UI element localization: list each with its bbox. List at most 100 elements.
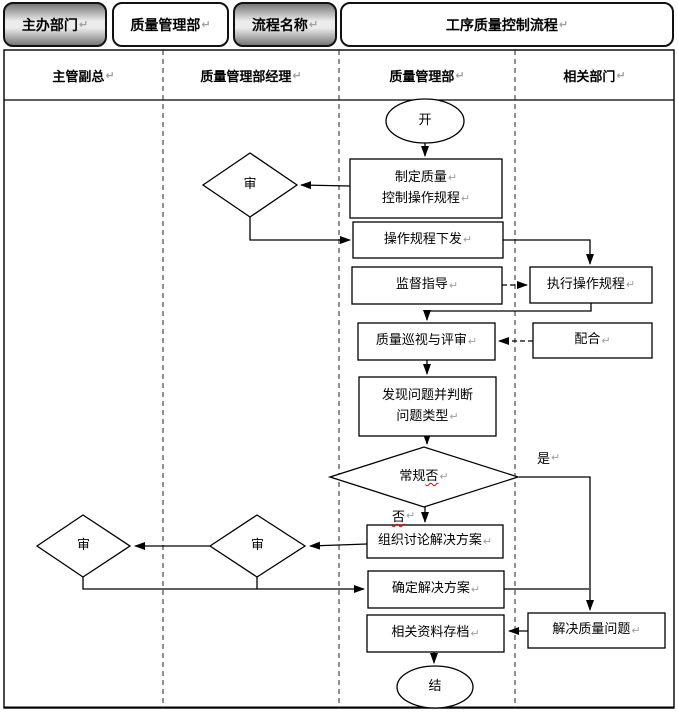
return-mark: ↵ xyxy=(601,333,611,347)
return-mark: ↵ xyxy=(201,18,211,31)
pill-host-department: 主办部门↵ xyxy=(3,2,107,47)
connector-issue-to-execute xyxy=(503,239,594,265)
box-execute-regulation xyxy=(529,266,653,304)
find-problem-line1: 发现问题并判断 xyxy=(382,386,473,406)
branch-no-text: 否 xyxy=(392,510,406,525)
end-ellipse xyxy=(396,665,474,709)
return-mark: ↵ xyxy=(558,18,569,31)
find-problem-line1-text: 发现问题并判断 xyxy=(381,388,473,404)
return-mark: ↵ xyxy=(616,68,626,82)
decision-label: 常规否↵ xyxy=(330,447,518,507)
return-mark: ↵ xyxy=(460,191,471,205)
box-discuss-solution xyxy=(366,524,504,559)
archive-docs-text: 相关资料存档 xyxy=(391,625,470,641)
confirm-solution-label: 确定解决方案↵ xyxy=(368,571,504,608)
solve-problem-label: 解决质量问题↵ xyxy=(528,613,665,648)
make-regulation-line2: 控制操作规程↵ xyxy=(382,189,470,209)
return-mark: ↵ xyxy=(439,470,449,484)
lane-header-quality-dept-label: 质量管理部 xyxy=(389,69,455,85)
issue-regulation-label: 操作规程下发↵ xyxy=(353,222,503,258)
solve-problem-text: 解决质量问题 xyxy=(552,622,631,638)
diamond-decision xyxy=(327,446,521,508)
return-mark: ↵ xyxy=(470,582,481,596)
connector-review-to-issue xyxy=(249,217,351,244)
end-label: 结 xyxy=(397,666,473,708)
return-mark: ↵ xyxy=(631,623,641,637)
make-regulation-line1: 制定质量↵ xyxy=(395,168,457,188)
find-problem-label: 发现问题并判断 问题类型↵ xyxy=(359,377,496,436)
decision-prefix-text: 常规 xyxy=(399,468,426,484)
find-problem-line2-text: 问题类型 xyxy=(396,408,449,424)
return-mark: ↵ xyxy=(447,171,458,185)
box-make-regulation xyxy=(349,158,503,219)
pill-process-name: 流程名称↵ xyxy=(233,2,337,47)
return-mark: ↵ xyxy=(308,18,319,31)
patrol-review-text: 质量巡视与评审 xyxy=(375,333,467,349)
return-mark: ↵ xyxy=(470,626,480,640)
cooperate-text: 配合 xyxy=(574,332,601,348)
branch-yes-text: 是 xyxy=(537,452,551,467)
return-mark: ↵ xyxy=(105,68,115,82)
make-regulation-line1-text: 制定质量 xyxy=(394,170,447,186)
lane-header-related-dept-label: 相关部门 xyxy=(563,69,616,85)
review-1-label: 审 xyxy=(203,153,297,217)
box-archive-docs xyxy=(366,614,505,653)
connector-make-to-review xyxy=(300,181,351,190)
box-cooperate xyxy=(532,322,653,359)
box-issue-regulation xyxy=(352,221,504,259)
review-3-label: 审 xyxy=(37,515,130,577)
review-2-label: 审 xyxy=(210,515,305,577)
decision-suffix-text: 否 xyxy=(425,468,439,484)
box-solve-problem xyxy=(527,612,666,649)
pill-host-department-label: 主办部门 xyxy=(21,17,78,34)
lane-header-related-dept: 相关部门↵ xyxy=(515,50,674,100)
review-1-text: 审 xyxy=(243,176,257,192)
review-3-text: 审 xyxy=(76,537,90,553)
connector-execute-to-patrol xyxy=(423,303,592,321)
supervise-text: 监督指导 xyxy=(395,277,448,293)
return-mark: ↵ xyxy=(455,68,465,82)
branch-no-label: 否↵ xyxy=(392,506,415,525)
lane-header-quality-manager: 质量管理部经理↵ xyxy=(163,50,339,100)
pill-quality-dept: 质量管理部↵ xyxy=(112,2,229,47)
discuss-solution-label: 组织讨论解决方案↵ xyxy=(367,525,503,558)
start-ellipse xyxy=(385,98,465,144)
return-mark: ↵ xyxy=(625,278,636,292)
confirm-solution-text: 确定解决方案 xyxy=(391,581,470,597)
cooperate-label: 配合↵ xyxy=(533,323,652,358)
branch-yes-label: 是↵ xyxy=(537,448,560,467)
start-text: 开 xyxy=(418,112,432,128)
execute-regulation-text: 执行操作规程 xyxy=(546,276,625,292)
pill-quality-dept-label: 质量管理部 xyxy=(130,17,201,34)
lane-header-vp: 主管副总↵ xyxy=(4,50,163,100)
connector-decision-yes-to-solve xyxy=(519,476,594,611)
return-mark: ↵ xyxy=(551,451,561,464)
return-mark: ↵ xyxy=(78,18,89,31)
supervise-label: 监督指导↵ xyxy=(352,267,502,304)
return-mark: ↵ xyxy=(449,409,459,423)
box-patrol-review xyxy=(357,322,496,361)
lane-header-quality-manager-label: 质量管理部经理 xyxy=(200,69,292,85)
return-mark: ↵ xyxy=(292,68,302,82)
lane-header-quality-dept: 质量管理部↵ xyxy=(339,50,515,100)
diamond-review-3 xyxy=(35,514,132,578)
discuss-solution-text: 组织讨论解决方案 xyxy=(377,533,482,549)
end-text: 结 xyxy=(428,678,442,694)
connector-reviews-to-confirm xyxy=(82,577,365,593)
diamond-review-1 xyxy=(201,152,299,218)
return-mark: ↵ xyxy=(462,233,473,247)
pill-process-title: 工序质量控制流程↵ xyxy=(340,2,674,47)
patrol-review-label: 质量巡视与评审↵ xyxy=(358,323,495,360)
return-mark: ↵ xyxy=(482,534,493,548)
box-confirm-solution xyxy=(367,570,505,609)
pill-process-title-label: 工序质量控制流程 xyxy=(445,17,558,34)
lane-header-vp-label: 主管副总 xyxy=(52,69,105,85)
make-regulation-label: 制定质量↵ 控制操作规程↵ xyxy=(350,159,502,218)
box-find-problem xyxy=(358,376,497,437)
diamond-review-2 xyxy=(208,514,307,578)
archive-docs-label: 相关资料存档↵ xyxy=(367,615,504,652)
box-supervise xyxy=(351,266,503,305)
issue-regulation-text: 操作规程下发 xyxy=(383,231,462,247)
